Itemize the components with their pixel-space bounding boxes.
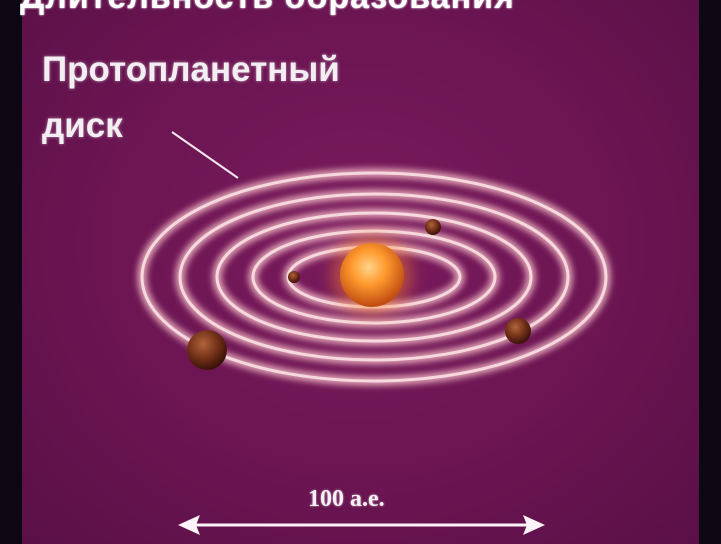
scale-arrow-left-head	[178, 515, 200, 535]
planet-small-inner	[288, 271, 300, 283]
scale-arrow-right-head	[523, 515, 545, 535]
scale-arrow	[178, 515, 545, 535]
disk-label: Протопланетный диск	[42, 42, 340, 154]
top-caption: Длительность образования	[20, 0, 700, 18]
left-frame-border	[0, 0, 22, 544]
planet-upper	[425, 219, 441, 235]
scale-label: 100 а.е.	[308, 486, 385, 512]
planet-right	[505, 318, 531, 344]
central-star	[340, 243, 404, 307]
planet-large	[187, 330, 227, 370]
label-pointer-line	[171, 131, 239, 179]
disk-label-line1: Протопланетный	[42, 50, 340, 89]
disk-rings	[137, 168, 611, 386]
right-frame-border	[699, 0, 721, 544]
disk-label-line2: диск	[42, 106, 123, 145]
